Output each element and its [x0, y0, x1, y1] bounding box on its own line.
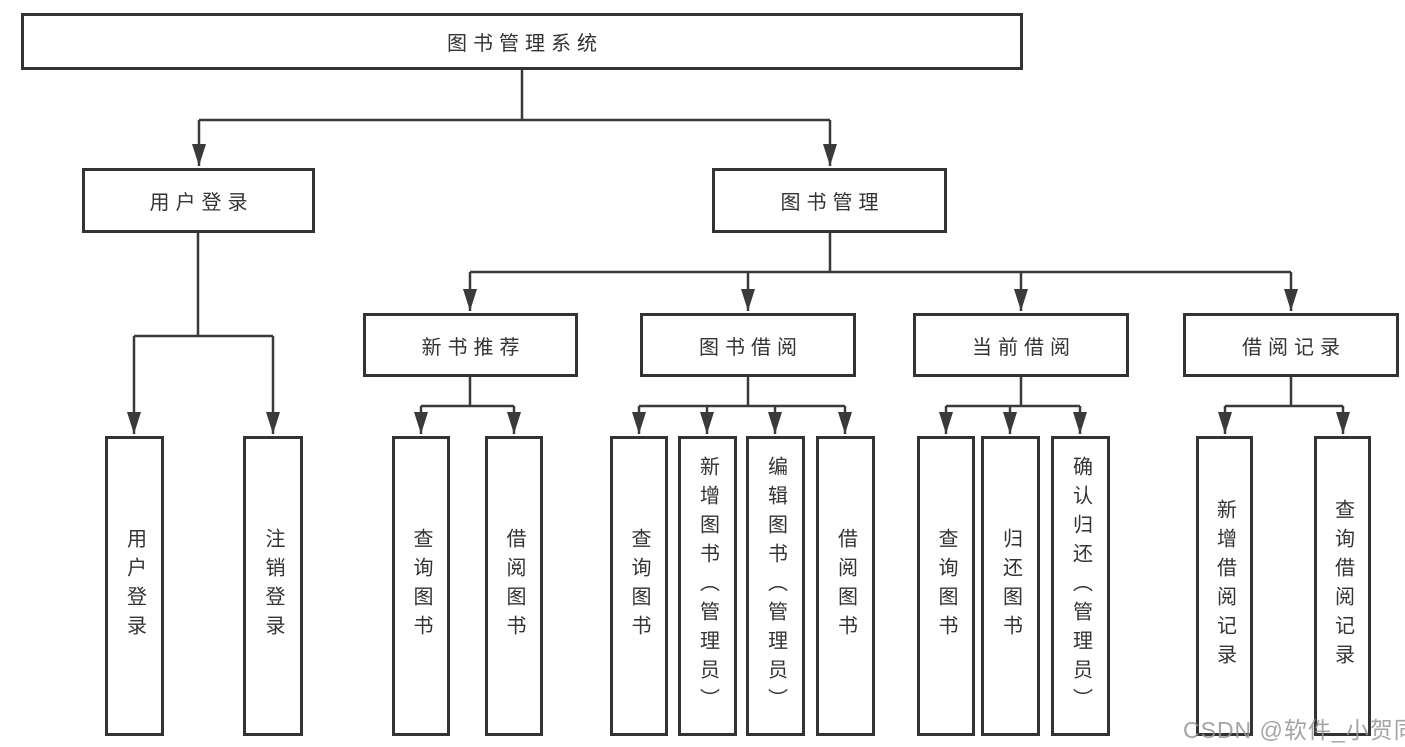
- node-label: 编辑图书（管理员）: [764, 455, 787, 717]
- node-book-management: 图书管理: [712, 168, 947, 233]
- node-label: 借阅图书: [834, 528, 857, 644]
- node-label: 图书管理系统: [447, 33, 603, 55]
- node-user-login: 用户登录: [82, 168, 315, 233]
- leaf-confirm-return-admin: 确认归还（管理员）: [1051, 436, 1110, 736]
- node-new-book-recommend: 新书推荐: [363, 313, 578, 377]
- leaf-user-login: 用户登录: [105, 436, 164, 736]
- node-label: 当前借阅: [972, 336, 1076, 359]
- node-book-borrowing: 图书借阅: [640, 313, 856, 377]
- node-label: 新书推荐: [421, 336, 526, 359]
- leaf-query-books-current: 查询图书: [917, 436, 975, 736]
- csdn-watermark: CSDN @软件_小贺同学: [1183, 717, 1405, 743]
- node-current-borrowing: 当前借阅: [913, 313, 1129, 377]
- node-label: 图书管理: [780, 192, 885, 214]
- node-label: 图书借阅: [699, 336, 803, 359]
- node-borrowing-records: 借阅记录: [1183, 313, 1399, 377]
- leaf-borrow-books-recommend: 借阅图书: [485, 436, 543, 736]
- leaf-query-books-recommend: 查询图书: [392, 436, 450, 736]
- node-label: 新增借阅记录: [1213, 499, 1236, 673]
- leaf-borrow-books: 借阅图书: [816, 436, 875, 736]
- node-label: 确认归还（管理员）: [1069, 455, 1092, 717]
- node-label: 查询借阅记录: [1331, 499, 1354, 673]
- leaf-query-books-borrowing: 查询图书: [610, 436, 668, 736]
- node-label: 新增图书（管理员）: [696, 455, 719, 717]
- node-label: 查询图书: [628, 528, 650, 644]
- node-label: 注销登录: [262, 528, 284, 644]
- leaf-logout: 注销登录: [243, 436, 303, 736]
- leaf-query-borrow-record: 查询借阅记录: [1314, 436, 1371, 736]
- leaf-add-book-admin: 新增图书（管理员）: [678, 436, 737, 736]
- leaf-add-borrow-record: 新增借阅记录: [1196, 436, 1253, 736]
- node-book-management-system: 图书管理系统: [21, 13, 1023, 70]
- node-label: 归还图书: [999, 528, 1022, 644]
- node-label: 查询图书: [410, 528, 432, 644]
- node-label: 查询图书: [935, 528, 957, 644]
- node-label: 用户登录: [123, 528, 146, 644]
- node-label: 借阅图书: [503, 528, 525, 644]
- node-label: 借阅记录: [1242, 336, 1346, 359]
- node-label: 用户登录: [149, 192, 254, 214]
- leaf-edit-book-admin: 编辑图书（管理员）: [746, 436, 805, 736]
- leaf-return-book: 归还图书: [981, 436, 1040, 736]
